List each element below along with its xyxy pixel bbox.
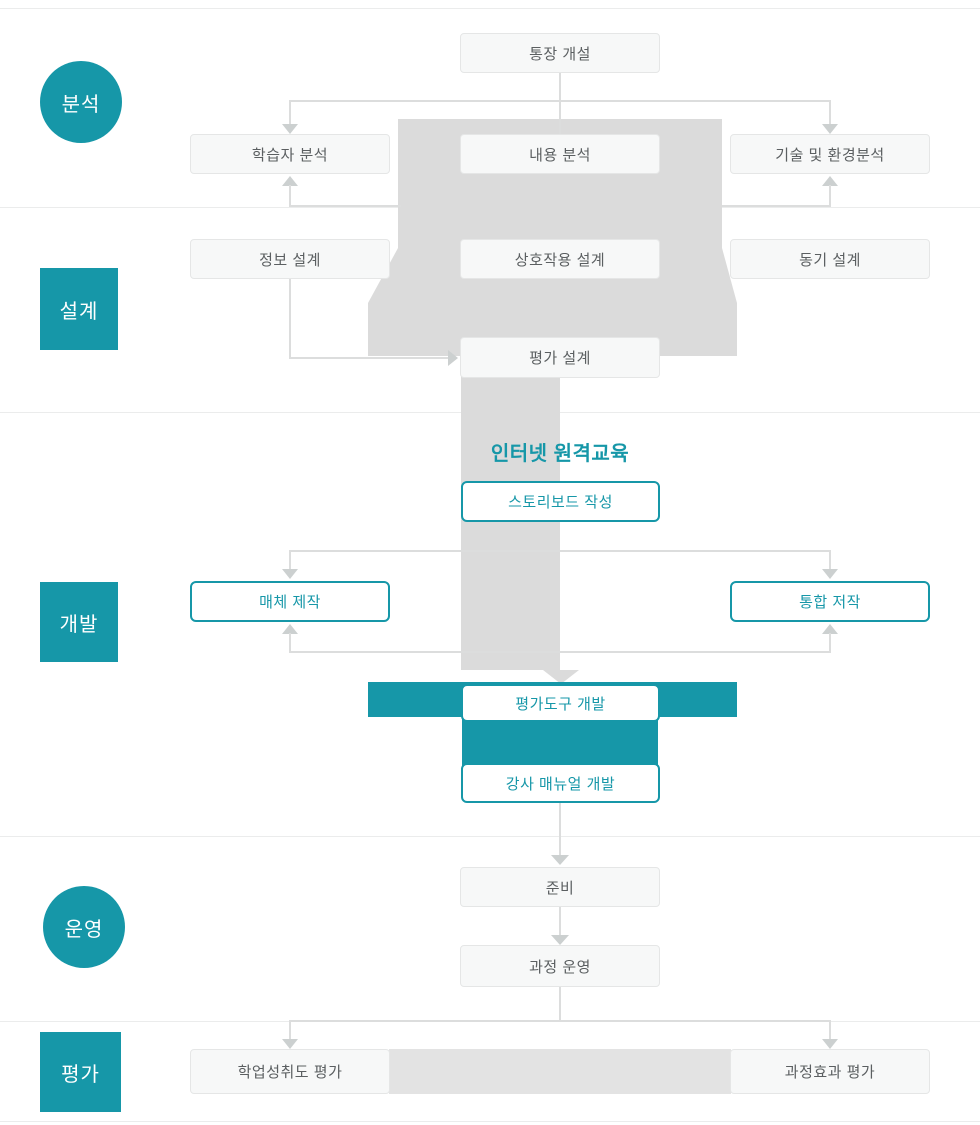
arrow-into-learner-analysis-icon bbox=[282, 124, 298, 134]
node-content-analysis: 내용 분석 bbox=[460, 134, 660, 174]
eval-right-stub bbox=[829, 1020, 831, 1040]
feedback-right-h bbox=[722, 205, 831, 207]
arrow-into-prep-icon bbox=[551, 855, 569, 865]
arrow-into-eval-design-icon bbox=[448, 350, 458, 366]
node-instructor-manual-dev: 강사 매뉴얼 개발 bbox=[461, 763, 660, 803]
gray-band-arrow-icon bbox=[543, 670, 579, 684]
connector-left-stub bbox=[289, 100, 291, 124]
manual-to-prep-v bbox=[559, 803, 561, 856]
stage-evaluation: 평가 bbox=[40, 1032, 121, 1112]
divider-bottom bbox=[0, 1121, 980, 1122]
arrow-into-media-icon bbox=[282, 569, 298, 579]
stage-development: 개발 bbox=[40, 582, 118, 662]
node-evaluation-design: 평가 설계 bbox=[460, 337, 660, 378]
eval-link-band bbox=[389, 1049, 731, 1094]
stage-operation-label: 운영 bbox=[64, 918, 104, 941]
center-title: 인터넷 원격교육 bbox=[490, 443, 630, 465]
arrow-into-course-effect-icon bbox=[822, 1039, 838, 1049]
stage-evaluation-label: 평가 bbox=[61, 1063, 100, 1086]
node-course-effect-eval: 과정효과 평가 bbox=[730, 1049, 930, 1094]
feedback-left-h bbox=[289, 205, 401, 207]
connector-top-v bbox=[559, 72, 561, 101]
node-eval-tool-dev: 평가도구 개발 bbox=[461, 684, 660, 722]
node-info-design: 정보 설계 bbox=[190, 239, 390, 279]
feedback-left-v bbox=[289, 185, 291, 207]
dev-loop-top-h bbox=[289, 550, 831, 552]
stage-analysis: 분석 bbox=[40, 61, 122, 143]
node-integrated-authoring: 통합 저작 bbox=[730, 581, 930, 622]
arrow-into-operation-icon bbox=[551, 935, 569, 945]
divider-top bbox=[0, 8, 980, 9]
prep-to-operation-v bbox=[559, 907, 561, 936]
arrow-up-tech-env-icon bbox=[822, 176, 838, 186]
node-interaction-design: 상호작용 설계 bbox=[460, 239, 660, 279]
arrow-into-tech-env-icon bbox=[822, 124, 838, 134]
arrow-into-authoring-icon bbox=[822, 569, 838, 579]
operation-down-v bbox=[559, 987, 561, 1022]
feedback-right-v bbox=[829, 185, 831, 207]
dev-loop-top-left-stub bbox=[289, 550, 291, 570]
node-achievement-eval: 학업성취도 평가 bbox=[190, 1049, 390, 1094]
node-account-opening: 통장 개설 bbox=[460, 33, 660, 73]
dev-loop-bottom-h bbox=[289, 651, 831, 653]
connector-right-stub bbox=[829, 100, 831, 124]
stage-design-label: 설계 bbox=[59, 300, 99, 323]
divider-development-operation bbox=[0, 836, 980, 837]
node-tech-env-analysis: 기술 및 환경분석 bbox=[730, 134, 930, 174]
eval-split-h bbox=[289, 1020, 831, 1022]
stage-design: 설계 bbox=[40, 268, 118, 350]
node-motivation-design: 동기 설계 bbox=[730, 239, 930, 279]
eval-left-stub bbox=[289, 1020, 291, 1040]
info-to-eval-h bbox=[289, 357, 449, 359]
dev-loop-bottom-left-stub bbox=[289, 633, 291, 653]
node-storyboard: 스토리보드 작성 bbox=[461, 481, 660, 522]
stage-development-label: 개발 bbox=[59, 613, 99, 636]
node-course-operation: 과정 운영 bbox=[460, 945, 660, 987]
dev-loop-bottom-right-stub bbox=[829, 633, 831, 653]
node-preparation: 준비 bbox=[460, 867, 660, 907]
info-to-eval-v bbox=[289, 278, 291, 359]
arrow-up-authoring-icon bbox=[822, 624, 838, 634]
dev-loop-top-right-stub bbox=[829, 550, 831, 570]
arrow-into-achievement-icon bbox=[282, 1039, 298, 1049]
stage-analysis-label: 분석 bbox=[61, 93, 101, 116]
stage-operation: 운영 bbox=[43, 886, 125, 968]
arrow-up-media-icon bbox=[282, 624, 298, 634]
connector-center-stub bbox=[559, 100, 561, 134]
node-media-production: 매체 제작 bbox=[190, 581, 390, 622]
arrow-up-learner-analysis-icon bbox=[282, 176, 298, 186]
node-learner-analysis: 학습자 분석 bbox=[190, 134, 390, 174]
